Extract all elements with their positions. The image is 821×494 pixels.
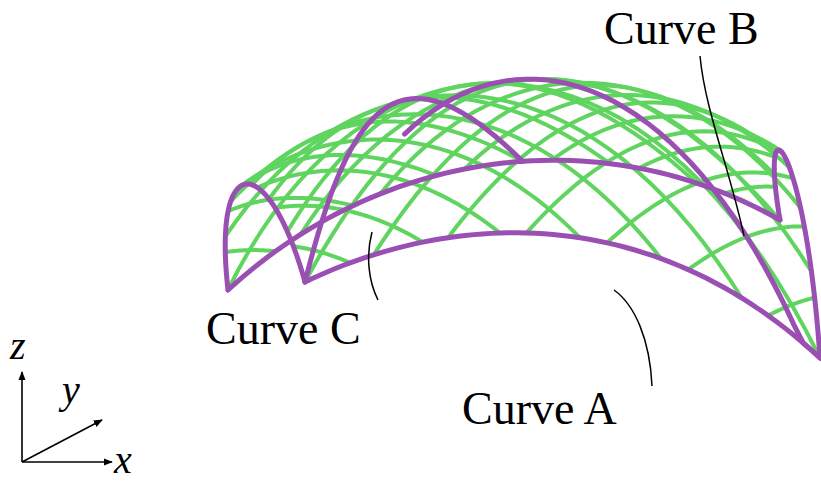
purple-boundary-curve — [305, 233, 820, 358]
purple-boundary-curve — [225, 184, 305, 290]
axis-label: y — [62, 370, 80, 410]
x-axis-arrow — [22, 461, 112, 463]
axis-label: z — [10, 326, 26, 366]
purple-boundary-curve — [228, 160, 780, 290]
curve-label: Curve C — [206, 306, 361, 352]
green-grid-line — [526, 131, 783, 233]
curve-label: Curve B — [604, 6, 759, 52]
y-axis-arrow — [22, 420, 102, 462]
z-axis-arrow — [21, 372, 23, 462]
leader-line — [700, 56, 744, 236]
green-grid-line — [225, 250, 275, 252]
purple-boundary-curve — [405, 79, 820, 358]
leader-line — [369, 232, 378, 300]
leader-line — [614, 290, 652, 386]
curve-label: Curve A — [462, 386, 617, 432]
axis-label: x — [114, 440, 132, 480]
green-grid-line — [768, 298, 814, 316]
green-grid-line — [228, 198, 353, 211]
